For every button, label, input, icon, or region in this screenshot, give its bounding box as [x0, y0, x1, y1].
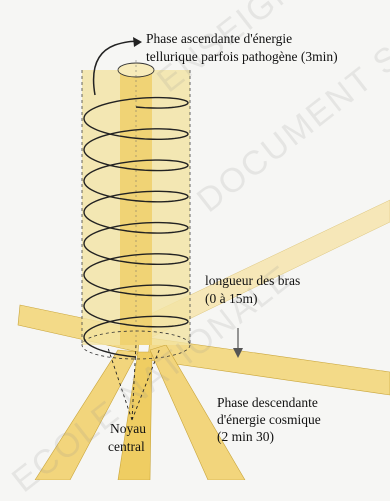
arm-length-label-line1: longueur des bras	[205, 272, 300, 289]
ascending-phase-label-line2: tellurique parfois pathogène (3min)	[146, 48, 338, 65]
arms-group	[18, 200, 390, 480]
ascending-phase-label-line1: Phase ascendante d'énergie	[146, 30, 292, 47]
diagram-drawing	[0, 0, 390, 480]
descending-phase-label-line1: Phase descendante	[217, 394, 318, 411]
core-label-line1: Noyau	[110, 420, 146, 437]
energy-column	[82, 60, 190, 359]
descending-phase-label-line3: (2 min 30)	[217, 428, 274, 445]
arm-length-label-line2: (0 à 15m)	[205, 290, 257, 307]
descending-phase-label-line2: d'énergie cosmique	[217, 411, 321, 428]
diagram-canvas: ENSEIGNEMENT SUPERIEUR IRREMPLAÇABLE DOC…	[0, 0, 390, 480]
core-label-line2: central	[108, 438, 145, 455]
